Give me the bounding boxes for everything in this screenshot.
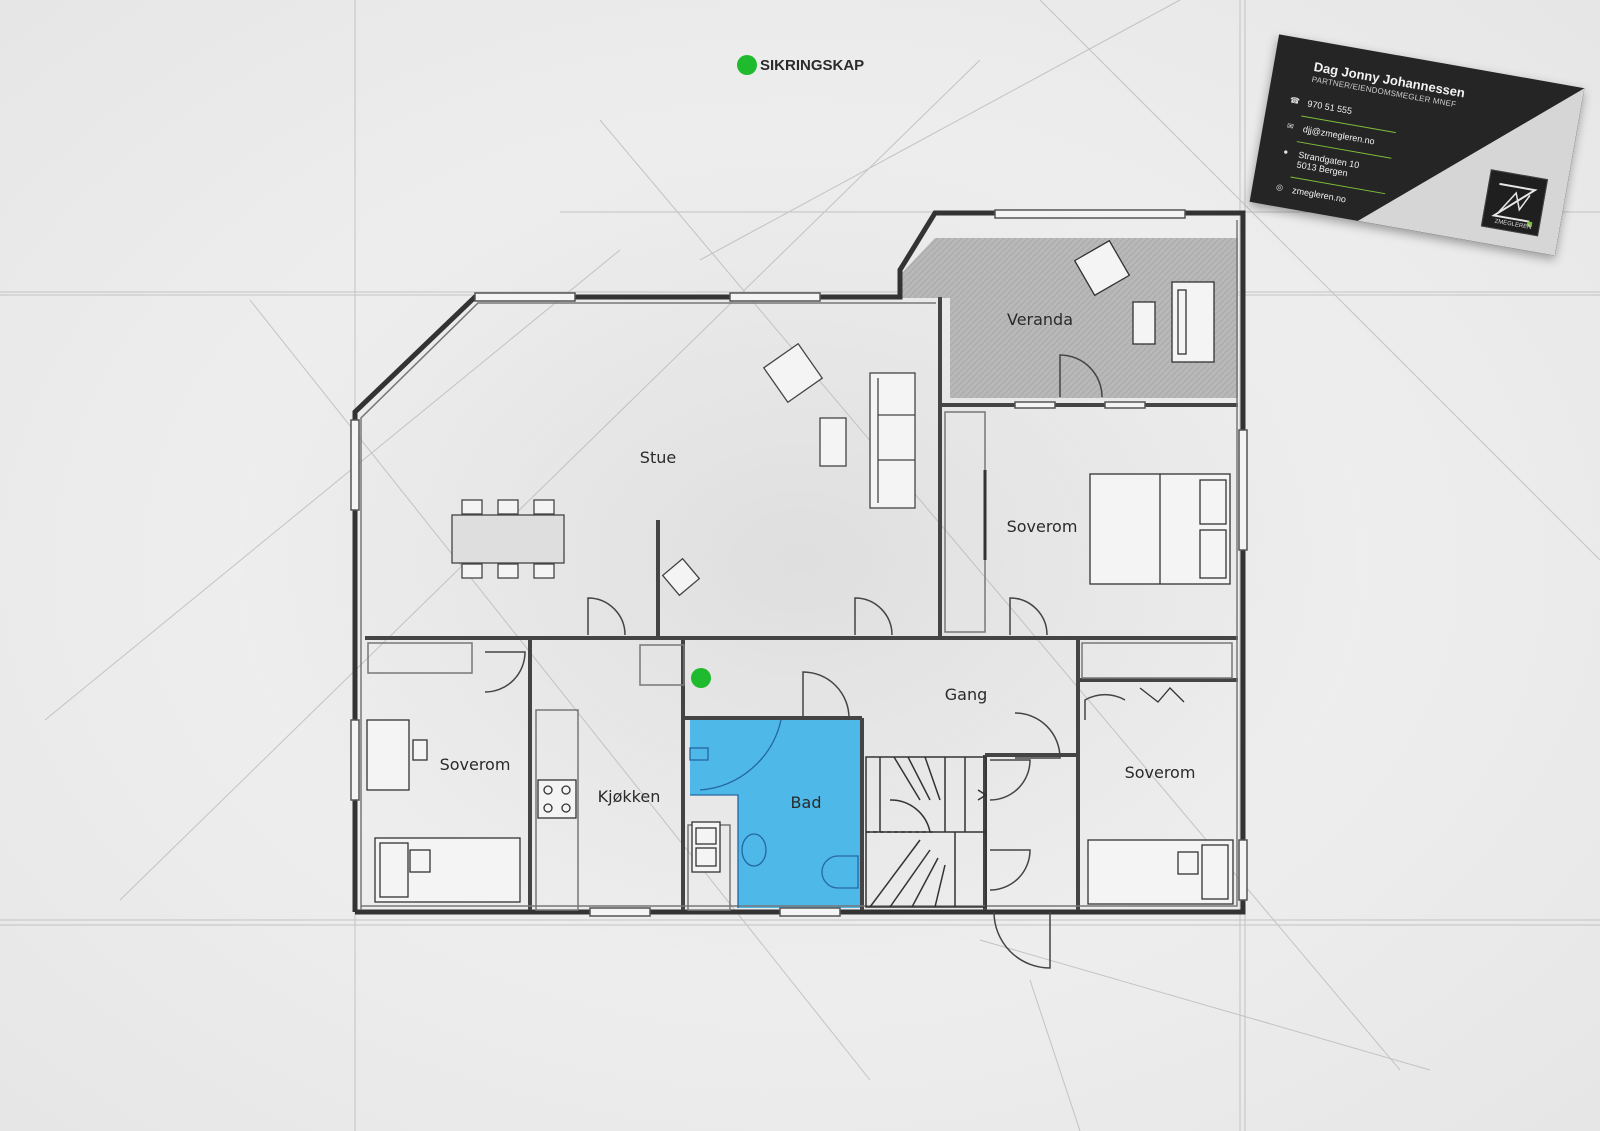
bed-small (1087, 687, 1234, 905)
shower-head (689, 747, 709, 761)
wall-details (360, 220, 1238, 911)
legend-marker-icon (737, 55, 757, 75)
card-phone[interactable]: 970 51 555 (1306, 98, 1353, 117)
doors (484, 354, 1126, 969)
room-label-veranda: Veranda (1007, 310, 1073, 329)
card-phone-row: ☎ 970 51 555 (1289, 95, 1353, 116)
zmegleren-logo-icon (1480, 169, 1549, 237)
room-label-stue: Stue (640, 448, 676, 467)
stove (537, 779, 577, 819)
stue-furniture (451, 342, 916, 597)
dining-chair (533, 499, 555, 515)
coffee-table (819, 417, 847, 467)
windows (350, 209, 1248, 917)
room-label-bad: Bad (791, 793, 822, 812)
room-label-soverom-left: Soverom (440, 755, 511, 774)
veranda-armchair (1073, 239, 1131, 297)
globe-icon: ◎ (1275, 182, 1284, 193)
pillow (409, 849, 431, 873)
bed-master (983, 470, 1231, 585)
bathroom-floor (690, 720, 860, 908)
desk-chair (412, 739, 428, 761)
dining-chair (461, 563, 483, 579)
location-pin-icon: ● (1282, 146, 1289, 157)
room-label-soverom-right: Soverom (1007, 517, 1078, 536)
staircase (865, 756, 988, 908)
sofa (869, 372, 916, 509)
mail-icon: ✉ (1286, 121, 1295, 132)
room-label-kjokken: Kjøkken (598, 787, 661, 806)
bathroom-fixtures (689, 719, 859, 908)
veranda-furniture (1073, 239, 1215, 363)
bathroom-sink (741, 833, 767, 867)
room-label-gang: Gang (945, 685, 988, 704)
dining-chair (497, 499, 519, 515)
dining-chair (497, 563, 519, 579)
card-email-row: ✉ djj@zmegleren.no (1284, 121, 1375, 146)
veranda-floor (900, 238, 1238, 398)
room-label-soverom-bottom-right: Soverom (1125, 763, 1196, 782)
outer-walls (352, 210, 1246, 915)
veranda-table (1132, 301, 1156, 345)
dining-chair (461, 499, 483, 515)
left-bedroom-furniture (366, 719, 521, 903)
side-chair (661, 557, 701, 597)
fusebox-marker-icon[interactable] (691, 668, 711, 688)
kitchen-fixtures (537, 779, 721, 873)
business-card: Dag Jonny Johannessen PARTNER/EIENDOMSME… (1249, 34, 1585, 256)
toilet (821, 855, 859, 889)
desk (366, 719, 410, 791)
phone-icon: ☎ (1289, 95, 1301, 106)
dining-table (451, 514, 565, 564)
legend-label: SIKRINGSKAP (760, 57, 864, 74)
dining-chair (533, 563, 555, 579)
armchair (762, 342, 824, 404)
card-website[interactable]: zmegleren.no (1291, 185, 1347, 205)
inner-walls (365, 297, 1238, 910)
card-address-row: ● Strandgaten 10 5013 Bergen (1278, 147, 1360, 181)
